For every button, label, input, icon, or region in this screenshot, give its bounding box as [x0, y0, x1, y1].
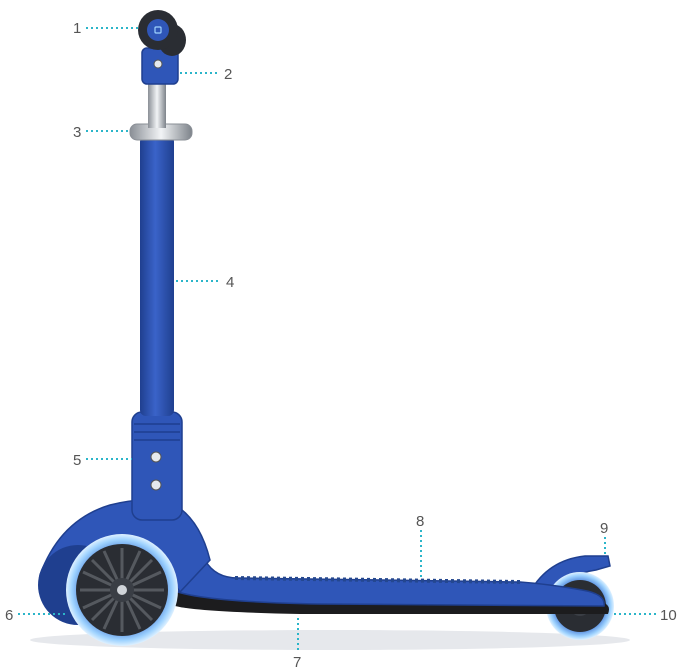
folding-joint	[131, 411, 183, 521]
callout-8: 8	[416, 513, 424, 530]
callout-3: 3	[73, 124, 81, 141]
callout-4: 4	[226, 274, 234, 291]
handlebar-bolt	[153, 59, 163, 69]
joint-bolt-upper	[150, 451, 162, 463]
callout-6: 6	[5, 607, 13, 624]
callout-2: 2	[224, 66, 232, 83]
joint-bolt-lower	[150, 479, 162, 491]
callout-9: 9	[600, 520, 608, 537]
front-wheel	[66, 534, 178, 646]
callout-1: 1	[73, 20, 81, 37]
callout-numbers: 1 2 3 4 5 6 7 8 9 10	[5, 20, 677, 671]
inner-stem	[148, 80, 166, 128]
ground-shadow	[30, 630, 630, 650]
callout-7: 7	[293, 654, 301, 671]
callout-5: 5	[73, 452, 81, 469]
callout-10: 10	[660, 607, 677, 624]
handlebar-grip	[138, 10, 186, 56]
main-stem	[140, 136, 174, 416]
callout-leaders	[18, 27, 656, 650]
